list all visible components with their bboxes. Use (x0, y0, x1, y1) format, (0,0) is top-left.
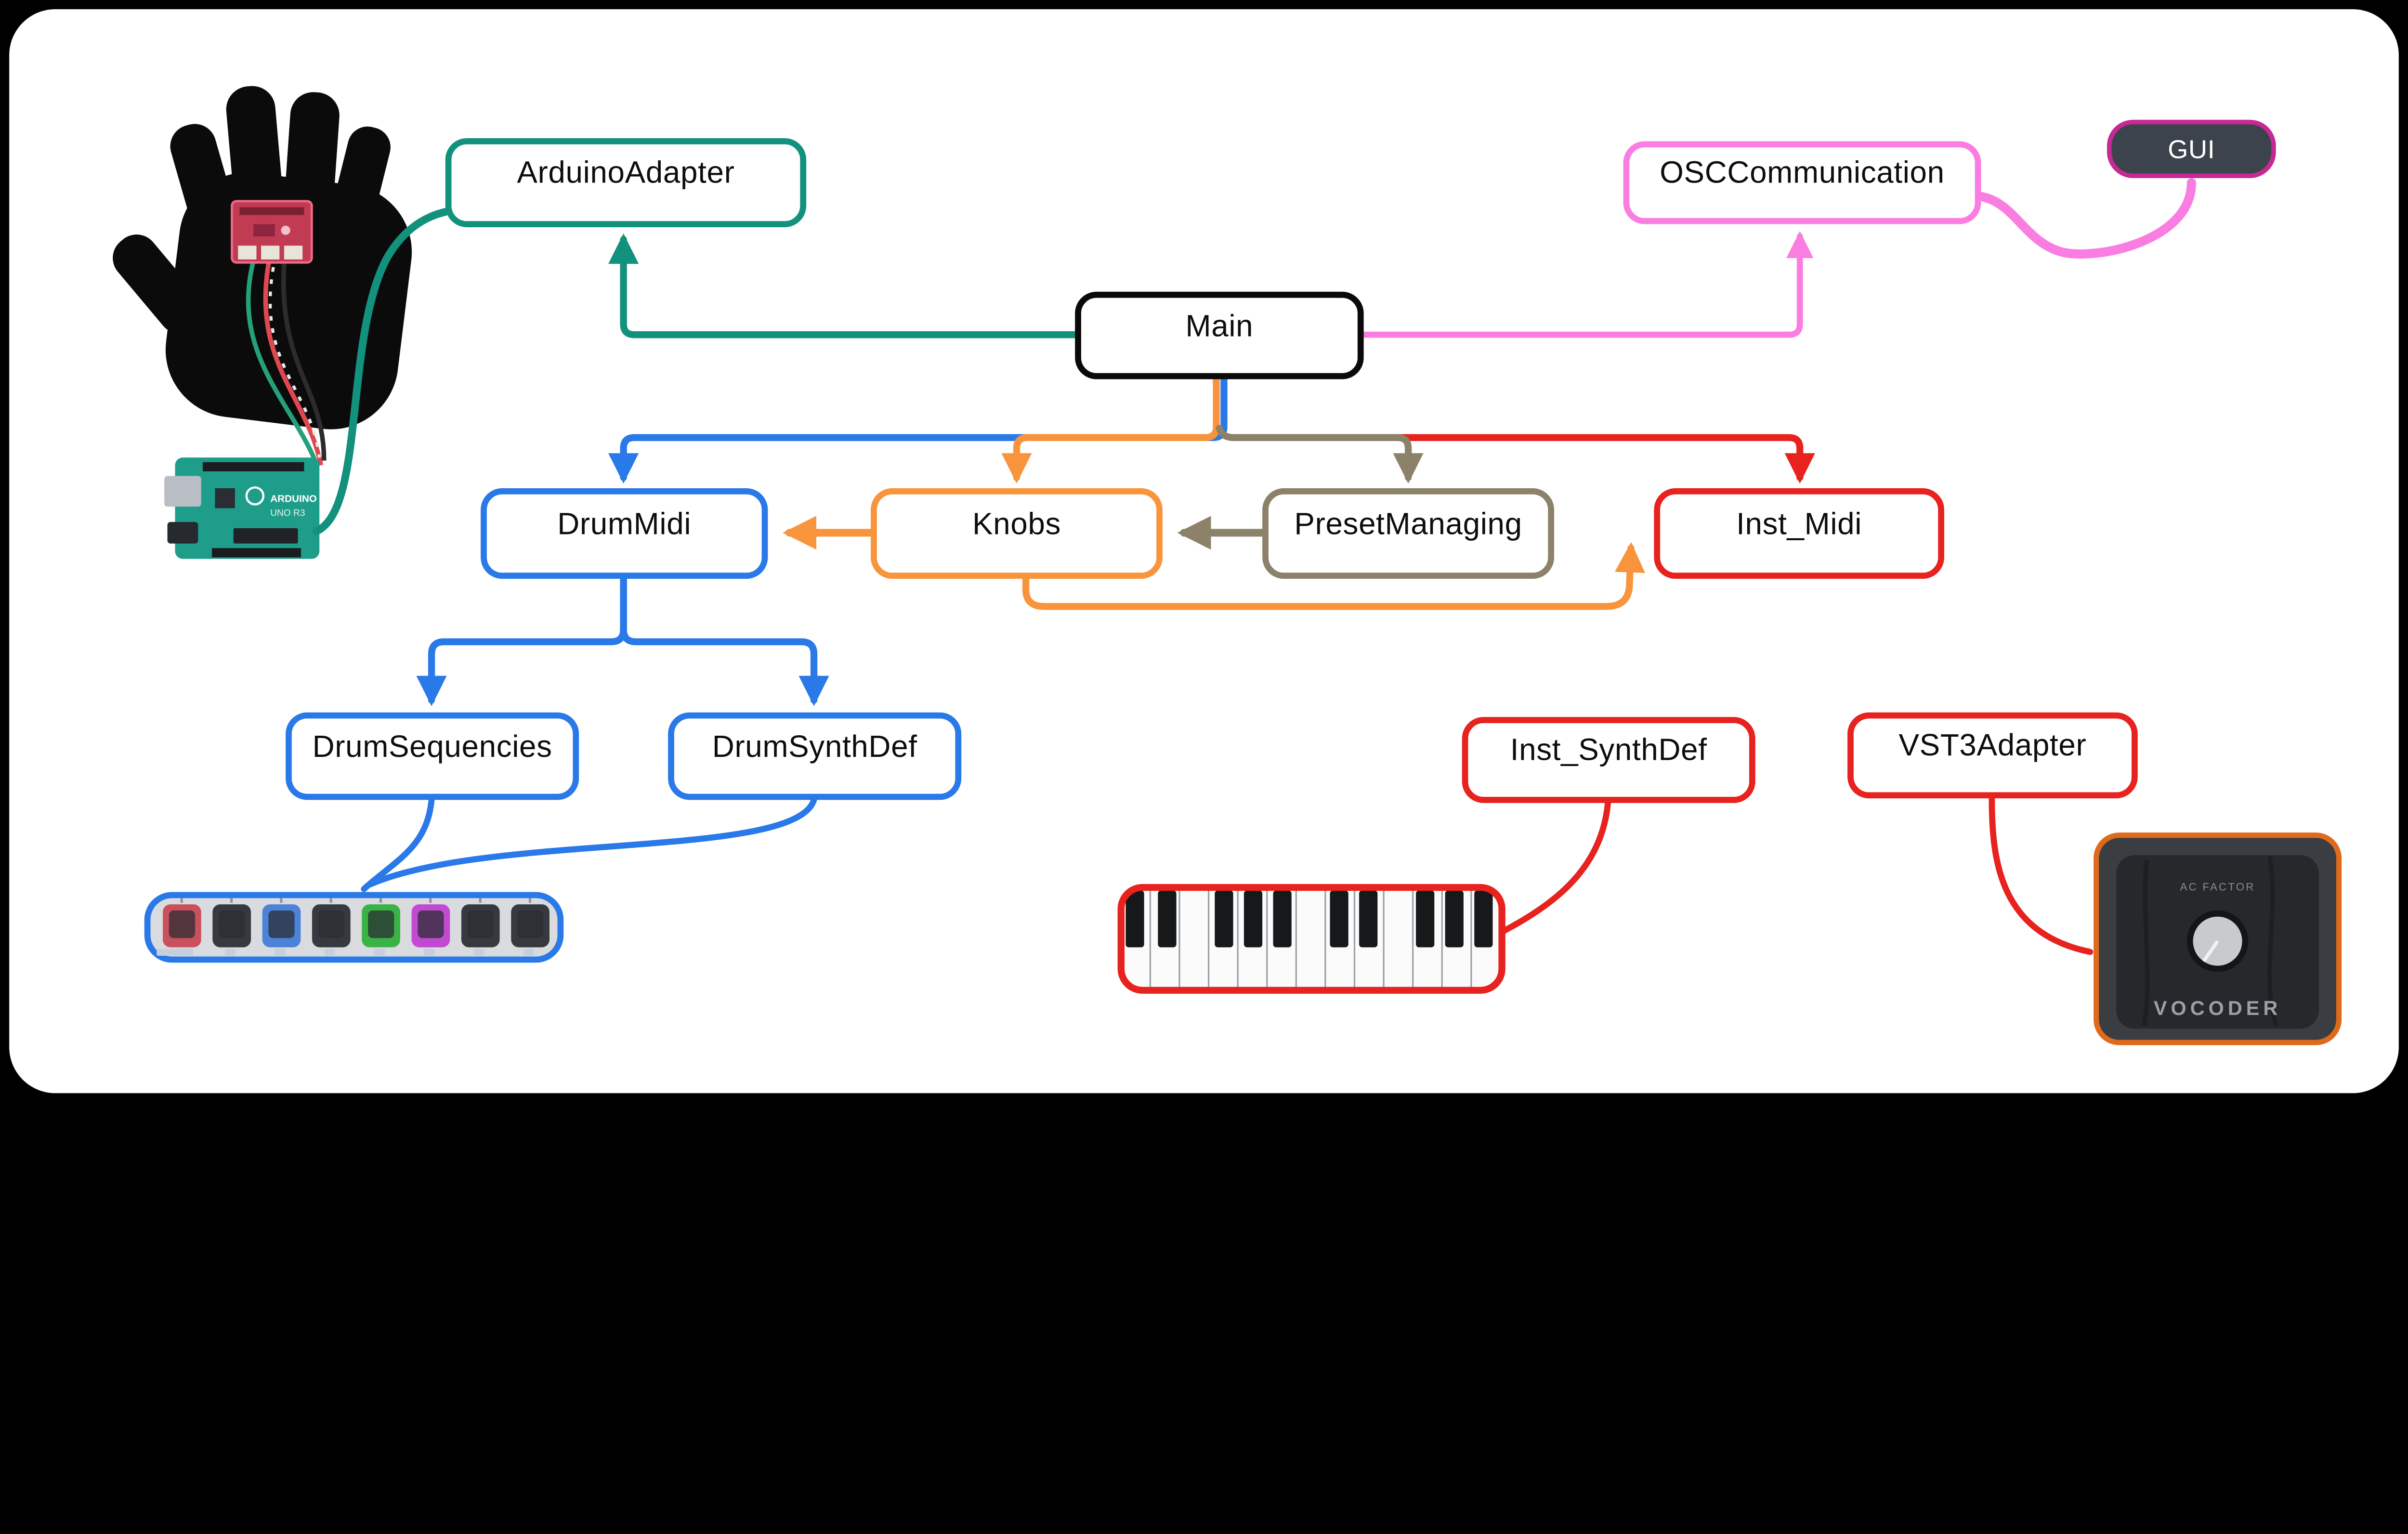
drum-pad-device-image (144, 892, 564, 963)
white-keys (1149, 890, 1472, 989)
drum-pad-face (169, 910, 195, 938)
drum-pad-face (219, 910, 245, 938)
connector-layer: ARDUINO UNO R3 AC FACTOR (113, 86, 2342, 1045)
node-gui: GUI (2107, 119, 2276, 178)
drum-pad-face (318, 910, 344, 938)
node-knobs: Knobs (871, 488, 1163, 579)
node-instmidi: Inst_Midi (1654, 488, 1944, 579)
node-drumsequencies: DrumSequencies (286, 712, 579, 800)
drum-pad-face (268, 910, 295, 938)
node-label: DrumSynthDef (712, 730, 917, 764)
glove-palm (165, 172, 412, 429)
vocoder-pedal-image: AC FACTOR VOCODER (2094, 832, 2342, 1045)
edge-gui-to-osccommunication (1976, 178, 2196, 259)
arduino-pin-header (212, 548, 301, 558)
diagram-canvas: ARDUINO UNO R3 AC FACTOR (9, 9, 2399, 1093)
drum-pad-label (374, 949, 385, 956)
edge-main-to-arduinoadapter (608, 233, 1079, 338)
node-label: PresetManaging (1294, 507, 1522, 542)
glove-wire-green (246, 260, 319, 465)
drum-pad-face (418, 910, 444, 938)
drum-pad-ticks (180, 898, 535, 956)
arduino-power-jack (167, 522, 198, 544)
keyboard-body (1121, 887, 1502, 990)
arduino-board-image: ARDUINO UNO R3 (164, 457, 320, 559)
arduino-pin-header (202, 462, 304, 471)
arduino-logo-icon (245, 486, 265, 506)
glove-controller-image (113, 86, 412, 466)
edge-drummidi-to-drumsequencies (416, 575, 627, 706)
arduino-brand-text: ARDUINO (270, 494, 317, 505)
drum-pad-label (275, 949, 286, 956)
node-label: Inst_SynthDef (1510, 734, 1707, 768)
black-key (1416, 890, 1435, 948)
vocoder-subtitle-text: AC FACTOR (2180, 881, 2255, 893)
drum-pad-label (473, 949, 484, 956)
knob-pointer (2202, 940, 2219, 962)
node-arduinoadapter: ArduinoAdapter (445, 138, 807, 227)
wood-grain (2267, 856, 2278, 1027)
node-label: Inst_Midi (1736, 507, 1862, 542)
glove-wire-spiral (268, 267, 321, 458)
wood-grain (2141, 859, 2150, 1027)
edge-instsynthdef-to-keyboard (1499, 800, 1611, 935)
node-label: DrumMidi (557, 507, 692, 542)
black-key (1445, 890, 1464, 948)
node-label: DrumSequencies (312, 730, 552, 764)
glove-sensor-board (231, 200, 313, 264)
drum-pad-label (523, 949, 535, 956)
edge-arduino-photo-to-arduinoadapter (312, 208, 449, 535)
node-drumsynthdef: DrumSynthDef (668, 712, 962, 800)
arduino-chip (215, 488, 235, 508)
black-key (1474, 890, 1493, 948)
arduino-model-text: UNO R3 (270, 508, 305, 518)
drum-pad-label (324, 949, 335, 956)
node-label: VST3Adapter (1898, 729, 2087, 763)
drum-pad-face (517, 910, 544, 938)
edge-drumsynthdef-to-drumpad (367, 796, 817, 888)
node-vst3adapter: VST3Adapter (1847, 712, 2138, 799)
edge-main-to-osccommunication (1361, 231, 1814, 338)
black-key (1243, 890, 1263, 948)
node-label: OSCCommunication (1660, 156, 1945, 191)
black-key (1125, 890, 1144, 948)
edge-knobs-to-instmidi (1022, 542, 1646, 610)
edge-drumsequencies-to-drumpad (361, 796, 435, 892)
edge-main-to-drummidi (608, 376, 1228, 484)
edge-vst3adapter-to-vocoder (1989, 795, 2094, 955)
arduino-mcu-chip (233, 528, 298, 544)
drum-pad-label (224, 949, 236, 956)
node-instsynthdef: Inst_SynthDef (1462, 717, 1755, 803)
node-main: Main (1075, 291, 1364, 379)
drum-pad-face (368, 910, 394, 938)
drum-pad-face (467, 910, 494, 938)
black-key (1330, 890, 1348, 948)
node-osccommunication: OSCCommunication (1623, 141, 1981, 224)
node-drummidi: DrumMidi (481, 488, 768, 579)
drum-pad-label (424, 949, 435, 956)
arduino-usb-port (164, 476, 201, 507)
keyboard-highlight-border (1117, 884, 1505, 994)
node-label: ArduinoAdapter (517, 156, 735, 191)
node-label: GUI (2168, 134, 2215, 164)
edge-main-to-presetmanaging (1216, 425, 1424, 484)
vocoder-title-text: VOCODER (2154, 997, 2281, 1019)
black-key (1359, 890, 1378, 948)
node-label: Knobs (972, 507, 1061, 542)
node-presetmanaging: PresetManaging (1262, 488, 1555, 579)
drum-pads (163, 904, 550, 948)
edge-main-to-knobs (1001, 376, 1220, 484)
black-keys (1125, 890, 1493, 948)
black-key (1273, 890, 1292, 948)
glove-wire-black (281, 262, 327, 461)
drum-pad-label (157, 949, 194, 956)
black-key (1158, 890, 1177, 948)
midi-keyboard-image (1117, 884, 1505, 994)
black-key (1215, 890, 1233, 948)
node-label: Main (1185, 309, 1254, 343)
edge-drummidi-to-drumsynthdef (620, 575, 829, 706)
glove-wire-red (263, 262, 324, 466)
